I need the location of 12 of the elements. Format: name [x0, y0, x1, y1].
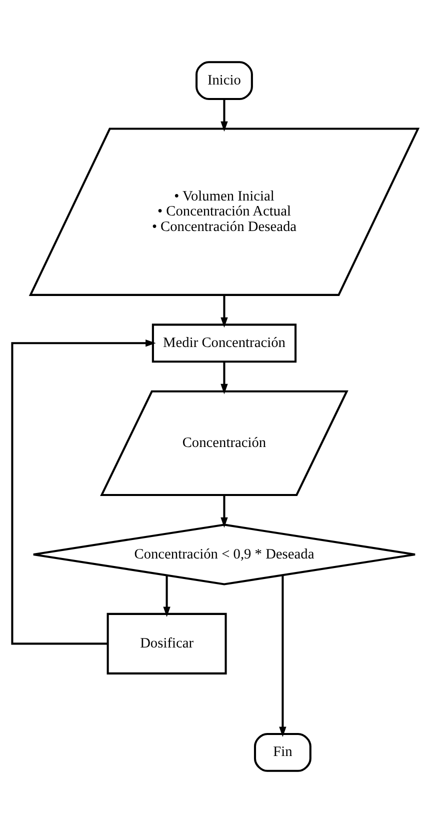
node-box: Inicio [196, 60, 253, 100]
arrow [11, 339, 156, 644]
node-box: Dosificar [106, 612, 227, 674]
node-diamond: Concentración < 0,9 * Deseada [32, 523, 416, 585]
arrow [220, 294, 228, 328]
arrow [220, 98, 228, 132]
node-box: Fin [254, 732, 312, 772]
arrow [220, 361, 228, 394]
arrow [279, 574, 286, 737]
arrow [163, 575, 170, 617]
node-box: Medir Concentración [152, 323, 297, 362]
arrow [220, 494, 228, 528]
